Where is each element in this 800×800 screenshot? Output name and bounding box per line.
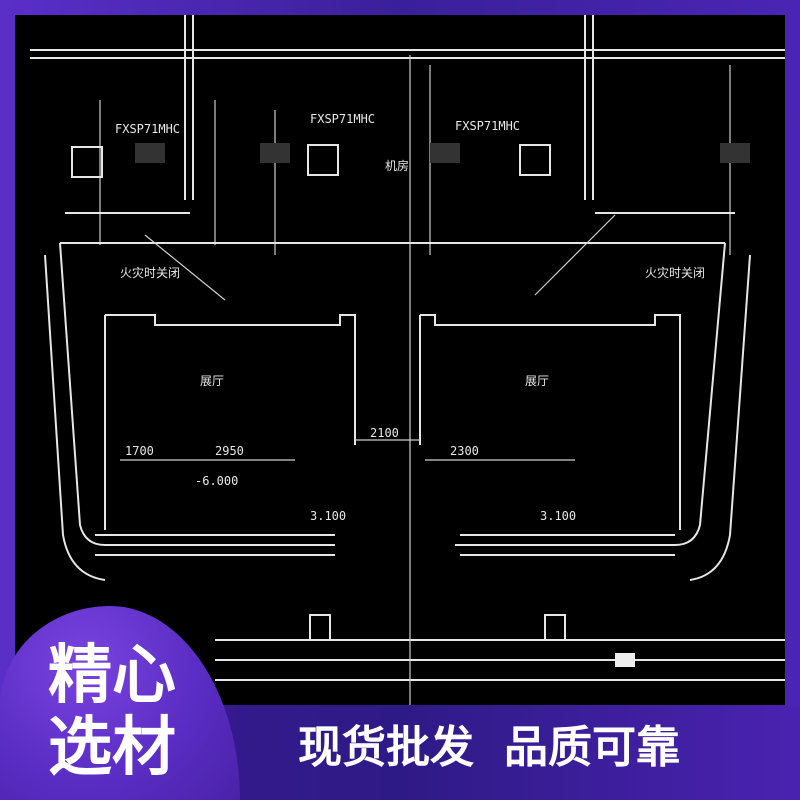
cad-plan: 机房 FXSP71MHC FXSP71MHC FXSP71MHC 火灾时关闭 火… (30, 15, 785, 705)
unit-label: FXSP71MHC (310, 112, 375, 126)
dimension-center: 2100 (370, 426, 399, 440)
height-right: 3.100 (540, 509, 576, 523)
unit-label: FXSP71MHC (455, 119, 520, 133)
unit-label: FXSP71MHC (115, 122, 180, 136)
dimension-left-b: 2950 (215, 444, 244, 458)
dimension-right-a: 2300 (450, 444, 479, 458)
dimension-left-a: 1700 (125, 444, 154, 458)
badge-line-2: 选材 (48, 711, 176, 785)
badge-text: 精心 选材 (48, 640, 176, 784)
badge-line-1: 精心 (48, 639, 176, 713)
fire-valve-left: 火灾时关闭 (120, 265, 180, 280)
fire-valve-right: 火灾时关闭 (645, 265, 705, 280)
slogan-quality: 品质可靠 (504, 722, 680, 773)
right-room-title: 展厅 (525, 374, 549, 388)
left-room-title: 展厅 (200, 374, 224, 388)
level-mark: -6.000 (195, 474, 238, 488)
slogan: 现货批发 品质可靠 (298, 720, 778, 776)
slogan-wholesale: 现货批发 (298, 722, 474, 773)
cad-drawing: 机房 FXSP71MHC FXSP71MHC FXSP71MHC 火灾时关闭 火… (15, 15, 785, 705)
room-label: 机房 (385, 158, 409, 173)
height-left: 3.100 (310, 509, 346, 523)
